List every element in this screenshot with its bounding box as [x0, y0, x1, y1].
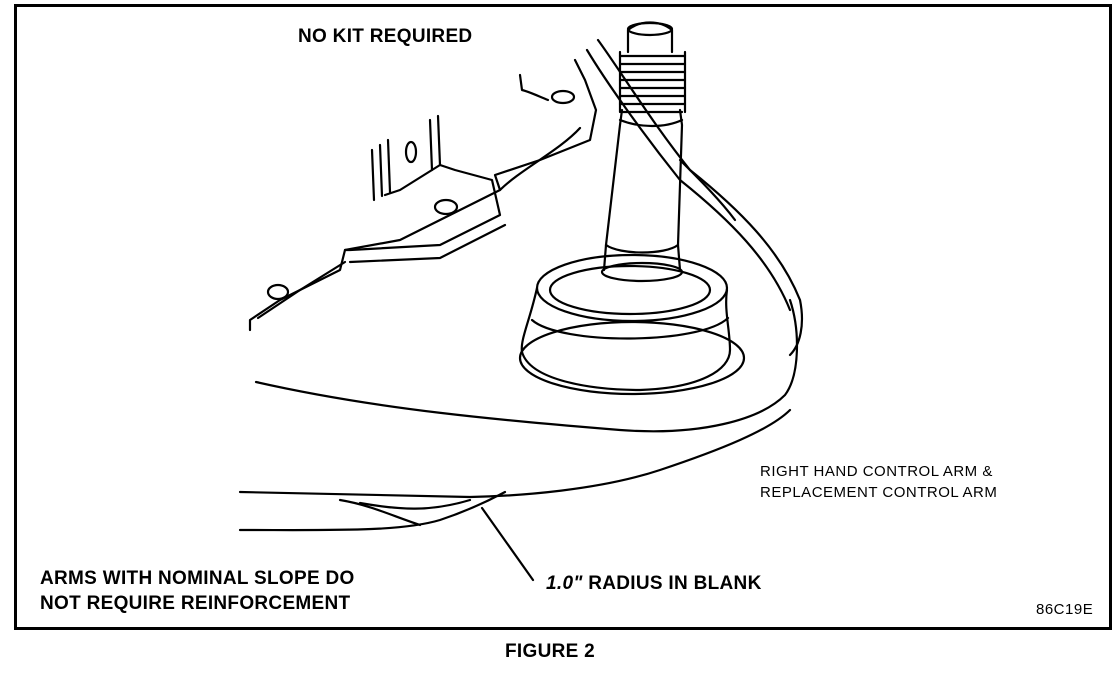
rib-lines [370, 114, 442, 202]
arm-lower-contour [238, 408, 792, 499]
plate-hole [266, 283, 290, 301]
ball-joint-stud-neck [604, 243, 680, 254]
radius-leader-line [480, 506, 535, 582]
right-hand-arm-label-line2: REPLACEMENT CONTROL ARM [760, 484, 998, 501]
right-hand-arm-label-line1: RIGHT HAND CONTROL ARM & [760, 463, 993, 480]
ball-joint-stud-collar [600, 261, 684, 283]
stud-tip-top [626, 21, 674, 37]
arm-outer-edge [254, 298, 799, 433]
ball-joint-boot-top [535, 253, 729, 323]
arm-inner-line-2 [358, 498, 472, 510]
figure-frame [14, 4, 1112, 630]
nominal-slope-label: ARMS WITH NOMINAL SLOPE DO NOT REQUIRE R… [40, 566, 355, 616]
right-hand-arm-label: RIGHT HAND CONTROL ARM & REPLACEMENT CON… [760, 461, 997, 503]
figure-caption: FIGURE 2 [505, 641, 596, 662]
ball-joint-boot-ring [530, 316, 730, 340]
stud-body-line [618, 118, 684, 128]
stud-thread-sides [618, 50, 687, 114]
ball-joint-base [518, 320, 746, 396]
radius-label: 1.0" RADIUS IN BLANK [546, 573, 762, 595]
ball-joint-boot-inner [548, 264, 712, 316]
hook-line [518, 73, 550, 102]
bracket [343, 163, 502, 252]
stud-tip [626, 21, 674, 54]
ball-joint-stud-left [602, 108, 624, 272]
arm-right-flange [596, 38, 804, 357]
arm-inner-line [338, 498, 422, 527]
upper-plate-inner-edge [256, 260, 347, 320]
ball-joint-stud-right [676, 108, 684, 272]
arm-bottom-edge [238, 490, 507, 532]
stud-threads [618, 54, 687, 114]
nominal-slope-label-line1: ARMS WITH NOMINAL SLOPE DO [40, 568, 355, 589]
bracket-edge [348, 223, 507, 264]
nominal-slope-label-line2: NOT REQUIRE REINFORCEMENT [40, 593, 351, 614]
ball-joint-boot-side [520, 286, 732, 392]
plate-hole [550, 89, 576, 105]
plate-hole [433, 198, 459, 216]
plate-rim [498, 126, 582, 192]
radius-value: 1.0" [546, 573, 583, 594]
figure-code: 86C19E [1036, 601, 1094, 618]
rib-slot [404, 140, 418, 164]
arm-right-flange-inner [585, 48, 792, 312]
radius-text: RADIUS IN BLANK [588, 573, 762, 594]
arm-right-step [678, 158, 737, 222]
no-kit-required-label: NO KIT REQUIRED [298, 26, 473, 47]
